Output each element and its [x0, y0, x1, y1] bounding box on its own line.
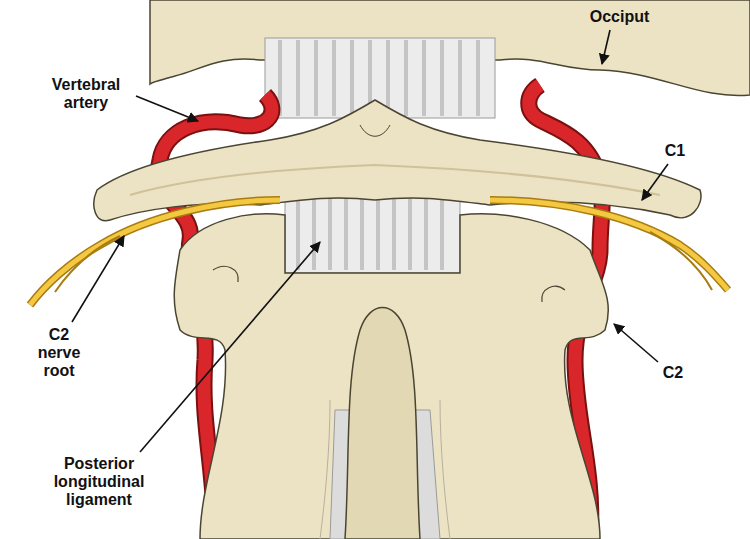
artery-label: Vertebral artery	[38, 76, 134, 112]
ligament-lower	[285, 195, 460, 273]
c1-vertebra	[94, 100, 701, 221]
ligament-label: Posterior longitudinal ligament	[40, 455, 158, 509]
bone-label: Occiput	[582, 8, 657, 26]
leader-lines	[72, 30, 668, 452]
c2-nerve-roots	[30, 200, 728, 305]
vertebra-label: C1	[658, 142, 692, 160]
vertebra-label: C2	[656, 364, 690, 382]
c2-vertebra	[174, 214, 608, 539]
nerve-label: C2 nerve root	[28, 326, 90, 380]
